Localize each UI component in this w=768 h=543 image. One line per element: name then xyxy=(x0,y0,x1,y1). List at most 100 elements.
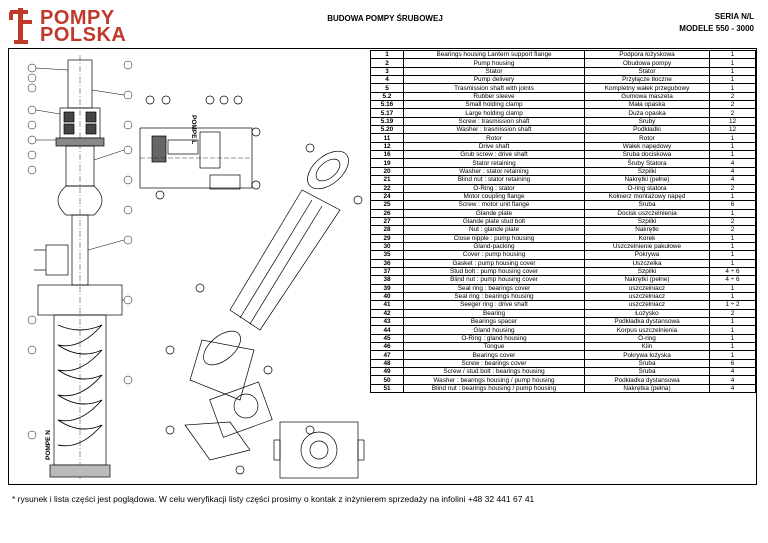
cell-qty: 1 xyxy=(709,58,756,68)
cell-qty: 1 xyxy=(709,141,756,152)
cell-en: Bearings spacer xyxy=(403,316,585,327)
cell-pl: Mała opaska xyxy=(584,100,710,110)
logo-line1: POMPY xyxy=(40,7,115,29)
cell-en: Screw : trasmission shaft xyxy=(403,116,585,127)
cell-en: Cover : pump housing xyxy=(403,250,585,260)
cell-pl: Nakrętki (pełne) xyxy=(584,175,710,185)
cell-en: Pump delivery xyxy=(403,75,585,85)
cell-qty: 2 xyxy=(709,108,756,118)
cell-pl: Podkładki xyxy=(584,125,710,135)
cell-en: Washer : bearings housing / pump housing xyxy=(403,375,585,385)
cell-qty: 1 xyxy=(709,49,756,60)
cell-qty: 1 xyxy=(709,325,756,335)
cell-pl: Podkładka dystansowa xyxy=(584,316,710,327)
cell-no: 24 xyxy=(370,191,404,202)
content-frame xyxy=(8,48,757,485)
models-label: MODELE 550 - 3000 xyxy=(679,24,754,33)
cell-en: Small holding clamp xyxy=(403,100,585,110)
pump-n-label: POMPE N xyxy=(45,430,52,460)
cell-pl: Gumowa maszeta xyxy=(584,91,710,102)
cell-pl: Szpilki xyxy=(584,216,710,227)
cell-no: 46 xyxy=(370,342,404,352)
callouts-left xyxy=(27,60,133,440)
cell-en: Stator retaining xyxy=(403,158,585,168)
cell-en: Blind nut : pump housing cover xyxy=(403,275,585,285)
cell-pl: Śruba xyxy=(584,367,710,377)
cell-no: 47 xyxy=(370,350,404,360)
cell-qty: 1 xyxy=(709,350,756,360)
cell-no: 50 xyxy=(370,375,404,385)
cell-qty: 1 xyxy=(709,250,756,260)
cell-qty: 1 xyxy=(709,233,756,243)
cell-qty: 1 ÷ 2 xyxy=(709,300,756,310)
cell-en: Bearing xyxy=(403,308,585,319)
cell-qty: 1 xyxy=(709,75,756,85)
cell-en: Nut : glande plate xyxy=(403,225,585,235)
cell-no: 43 xyxy=(370,316,404,327)
logo: POMPY POLSKA xyxy=(6,6,146,48)
cell-no: 5.2 xyxy=(370,91,404,102)
cell-en: Grub screw : drive shaft xyxy=(403,150,585,160)
cell-no: 20 xyxy=(370,166,404,177)
cell-qty: 1 xyxy=(709,208,756,218)
cell-pl: Wałek napędowy xyxy=(584,141,710,152)
cell-qty: 4 xyxy=(709,375,756,385)
cell-en: Blind nut : bearings housing / pump hous… xyxy=(403,383,585,394)
cell-pl: O-ring statora xyxy=(584,183,710,193)
cell-en: Stud bolt : pump housing cover xyxy=(403,266,585,277)
cell-no: 4 xyxy=(370,75,404,85)
cell-no: 1 xyxy=(370,49,404,60)
cell-no: 27 xyxy=(370,216,404,227)
cell-qty: 6 xyxy=(709,358,756,369)
cell-en: Washer : stator retaining xyxy=(403,166,585,177)
cell-qty: 12 xyxy=(709,125,756,135)
cell-no: 5 xyxy=(370,83,404,93)
cell-pl: Duża opaska xyxy=(584,108,710,118)
cell-pl: Obudowa pompy xyxy=(584,58,710,68)
cell-qty: 2 xyxy=(709,216,756,227)
cell-en: Large holding clamp xyxy=(403,108,585,118)
cell-no: 36 xyxy=(370,258,404,268)
cell-no: 11 xyxy=(370,133,404,143)
cell-qty: 2 xyxy=(709,91,756,102)
cell-pl: Śruba xyxy=(584,358,710,369)
cell-no: 16 xyxy=(370,150,404,160)
cell-no: 30 xyxy=(370,241,404,252)
cell-qty: 1 xyxy=(709,342,756,352)
cell-en: Gland-packing xyxy=(403,241,585,252)
cell-no: 5.17 xyxy=(370,108,404,118)
cell-en: Seal ring : bearings cover xyxy=(403,283,585,293)
cell-pl: Podpora łożyskowa xyxy=(584,49,710,60)
cell-pl: uszczelniacz xyxy=(584,300,710,310)
cell-en: Tongue xyxy=(403,342,585,352)
cell-en: Glande plate xyxy=(403,208,585,218)
cell-no: 29 xyxy=(370,233,404,243)
cell-qty: 4 xyxy=(709,367,756,377)
cell-no: 28 xyxy=(370,225,404,235)
